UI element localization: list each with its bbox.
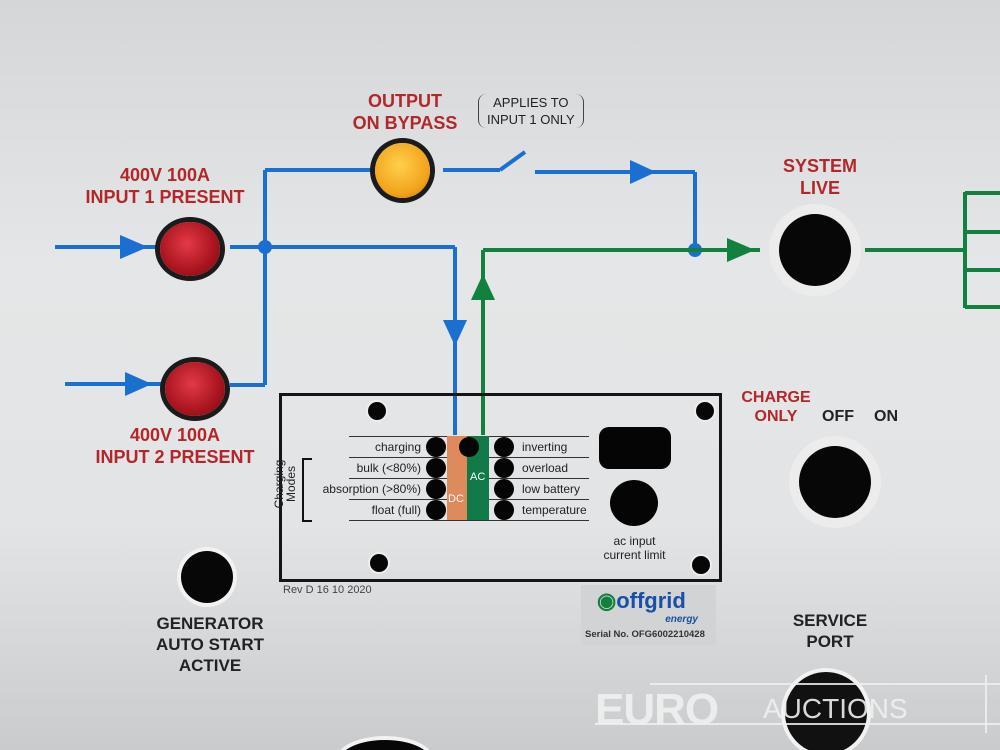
bottom-hole bbox=[340, 740, 430, 750]
service-port[interactable] bbox=[785, 672, 867, 750]
overload-label: overload bbox=[522, 461, 569, 475]
dc-bar bbox=[447, 436, 467, 520]
low-battery-label: low battery bbox=[522, 482, 581, 496]
inverter-display-panel: DC AC Charging Modes charging bulk (<80%… bbox=[272, 393, 722, 582]
charging-led bbox=[426, 437, 446, 457]
revision-label: Rev D 16 10 2020 bbox=[283, 584, 372, 596]
off-label: OFF bbox=[822, 408, 854, 425]
screw-hole bbox=[370, 554, 388, 572]
system-live-lamp bbox=[779, 214, 851, 286]
generator-lamp bbox=[181, 551, 233, 603]
current-limit-knob[interactable] bbox=[610, 480, 658, 526]
on-label: ON bbox=[874, 408, 898, 425]
input2-indicator-lamp bbox=[165, 362, 225, 416]
ac-label: AC bbox=[470, 471, 486, 483]
float-label: float (full) bbox=[371, 503, 421, 517]
charging-label: charging bbox=[374, 440, 421, 454]
applies-to-note: APPLIES TO INPUT 1 ONLY bbox=[478, 94, 584, 128]
charge-only-label: CHARGE ONLY bbox=[741, 389, 811, 425]
serial-number: Serial No. OFG6002210428 bbox=[585, 629, 705, 640]
screw-hole bbox=[696, 402, 714, 420]
bypass-indicator-lamp bbox=[375, 143, 430, 198]
charge-only-switch[interactable] bbox=[799, 446, 871, 518]
center-led bbox=[459, 437, 479, 457]
low-battery-led bbox=[494, 479, 514, 499]
generator-label: GENERATOR AUTO START ACTIVE bbox=[156, 614, 264, 675]
screw-hole bbox=[692, 556, 710, 574]
inverting-led bbox=[494, 437, 514, 457]
system-live-label: SYSTEM LIVE bbox=[782, 156, 857, 198]
service-port-label: SERVICE PORT bbox=[792, 611, 868, 651]
float-led bbox=[426, 500, 446, 520]
input1-indicator-lamp bbox=[160, 222, 220, 276]
ac-input-current-limit-label: ac input current limit bbox=[603, 534, 666, 562]
temperature-led bbox=[494, 500, 514, 520]
temperature-label: temperature bbox=[522, 503, 587, 517]
absorption-label: absorption (>80%) bbox=[322, 482, 421, 496]
dc-label: DC bbox=[448, 493, 464, 505]
offgrid-logo: ◉offgrid bbox=[597, 588, 686, 613]
input1-label: 400V 100A INPUT 1 PRESENT bbox=[85, 165, 245, 207]
bulk-label: bulk (<80%) bbox=[356, 461, 421, 475]
output-bypass-label: OUTPUT ON BYPASS bbox=[352, 91, 458, 133]
bracket bbox=[302, 458, 312, 522]
input2-label: 400V 100A INPUT 2 PRESENT bbox=[95, 425, 255, 467]
brand-label: ◉offgrid energy Serial No. OFG6002210428 bbox=[581, 585, 716, 645]
display-window bbox=[599, 427, 671, 469]
charging-modes-label: Charging Modes bbox=[272, 459, 298, 509]
inverting-label: inverting bbox=[522, 440, 568, 454]
bulk-led bbox=[426, 458, 446, 478]
screw-hole bbox=[368, 402, 386, 420]
absorption-led bbox=[426, 479, 446, 499]
energy-text: energy bbox=[665, 614, 698, 625]
ac-bar bbox=[467, 436, 489, 520]
overload-led bbox=[494, 458, 514, 478]
